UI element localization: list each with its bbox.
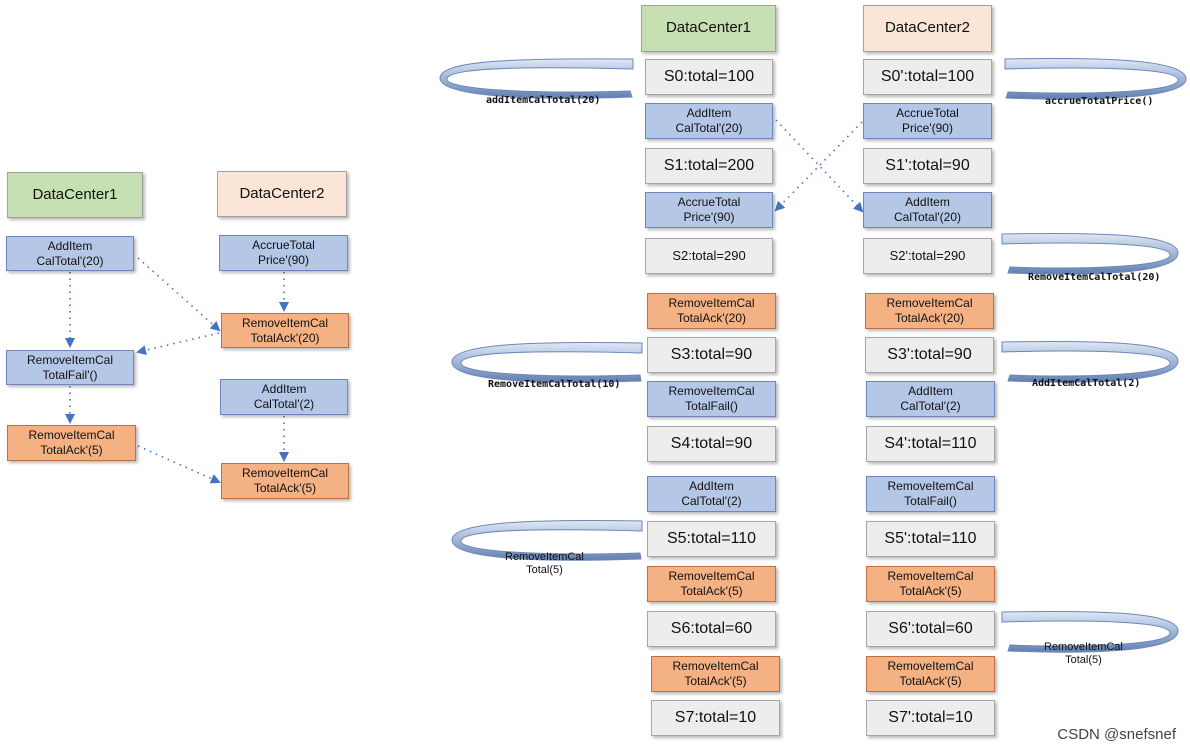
right-dc2-accrue-total-90: AccrueTotal Price'(90) (863, 103, 992, 139)
left-cross-arrow-1 (137, 257, 221, 332)
loop-add-item-cal-total-2 (1001, 340, 1179, 383)
loop-remove-item-cal-total-5-right (1001, 610, 1179, 653)
label-remove-item-cal-total-5-left: RemoveItemCal Total(5) (505, 551, 584, 577)
label-remove-item-cal-total-5-right: RemoveItemCal Total(5) (1044, 641, 1123, 667)
label-add-item-cal-total-20: addItemCalTotal(20) (486, 95, 601, 106)
left-dc1-remove-fail: RemoveItemCal TotalFail'() (6, 350, 134, 385)
left-dc1-remove-ack-5: RemoveItemCal TotalAck'(5) (7, 425, 136, 461)
right-dc2-state-s7: S7':total=10 (866, 700, 995, 736)
left-dc1-add-item: AddItem CalTotal'(20) (6, 236, 134, 271)
right-dc1-state-s1: S1:total=200 (645, 148, 773, 184)
right-dc1-remove-ack-20: RemoveItemCal TotalAck'(20) (647, 293, 776, 329)
right-dc1-state-s3: S3:total=90 (647, 337, 776, 373)
right-dc2-state-s6: S6':total=60 (866, 611, 995, 647)
right-dc1-header: DataCenter1 (641, 5, 776, 52)
loop-add-item-cal-total-20 (439, 58, 634, 99)
right-dc2-state-s4: S4':total=110 (866, 426, 995, 462)
label-add-item-cal-total-2: AddItemCalTotal(2) (1032, 378, 1141, 389)
left-dc2-accrue-total: AccrueTotal Price'(90) (219, 235, 348, 271)
left-cross-arrow-3 (137, 445, 221, 484)
right-dc1-remove-fail: RemoveItemCal TotalFail() (647, 381, 776, 417)
left-cross-arrow-2 (136, 332, 220, 356)
left-connectors (65, 257, 289, 484)
left-dc2-add-item-2: AddItem CalTotal'(2) (220, 379, 348, 415)
left-dc2-header: DataCenter2 (217, 171, 347, 217)
label-remove-item-cal-total-10: RemoveItemCalTotal(10) (488, 379, 621, 390)
right-dc1-state-s5: S5:total=110 (647, 521, 776, 557)
right-cross-arrow-2 (774, 121, 863, 212)
right-dc2-header: DataCenter2 (863, 5, 992, 52)
right-dc1-remove-ack-5-b: RemoveItemCal TotalAck'(5) (651, 656, 780, 692)
left-dc2-remove-ack-5: RemoveItemCal TotalAck'(5) (221, 463, 349, 499)
left-dc1-header: DataCenter1 (7, 172, 143, 218)
right-dc1-accrue-total-90: AccrueTotal Price'(90) (645, 192, 773, 228)
right-dc2-remove-ack-5-b: RemoveItemCal TotalAck'(5) (866, 656, 995, 692)
right-dc2-state-s5: S5':total=110 (866, 521, 995, 557)
watermark: CSDN @snefsnef (1057, 726, 1176, 743)
right-dc2-state-s2: S2':total=290 (863, 238, 992, 274)
right-dc2-add-item-2: AddItem CalTotal'(2) (866, 381, 995, 417)
loop-remove-item-cal-total-20 (1001, 232, 1179, 275)
right-dc1-state-s4: S4:total=90 (647, 426, 776, 462)
right-dc1-state-s0: S0:total=100 (645, 59, 773, 95)
right-dc1-state-s6: S6:total=60 (647, 611, 776, 647)
right-connectors (774, 119, 864, 213)
loop-accrue-total-price (1004, 57, 1187, 100)
right-dc2-add-item-20: AddItem CalTotal'(20) (863, 192, 992, 228)
label-remove-item-cal-total-20: RemoveItemCalTotal(20) (1028, 272, 1161, 283)
label-accrue-total-price: accrueTotalPrice() (1045, 96, 1154, 107)
right-dc2-state-s1: S1':total=90 (863, 148, 992, 184)
right-dc1-add-item-2: AddItem CalTotal'(2) (647, 476, 776, 512)
right-dc2-remove-ack-20: RemoveItemCal TotalAck'(20) (865, 293, 994, 329)
loop-remove-item-cal-total-5-left (451, 519, 643, 561)
right-dc1-state-s2: S2:total=290 (645, 238, 773, 274)
right-dc1-state-s7: S7:total=10 (651, 700, 780, 736)
right-cross-arrow-1 (775, 119, 864, 213)
left-dc2-remove-ack-20: RemoveItemCal TotalAck'(20) (221, 313, 349, 348)
right-dc2-state-s3: S3':total=90 (865, 337, 994, 373)
right-dc1-add-item-20: AddItem CalTotal'(20) (645, 103, 773, 139)
loop-remove-item-cal-total-10 (451, 341, 643, 383)
right-dc2-state-s0: S0':total=100 (863, 59, 992, 95)
right-dc2-remove-ack-5-a: RemoveItemCal TotalAck'(5) (866, 566, 995, 602)
right-dc1-remove-ack-5-a: RemoveItemCal TotalAck'(5) (647, 566, 776, 602)
right-dc2-remove-fail: RemoveItemCal TotalFail() (866, 476, 995, 512)
